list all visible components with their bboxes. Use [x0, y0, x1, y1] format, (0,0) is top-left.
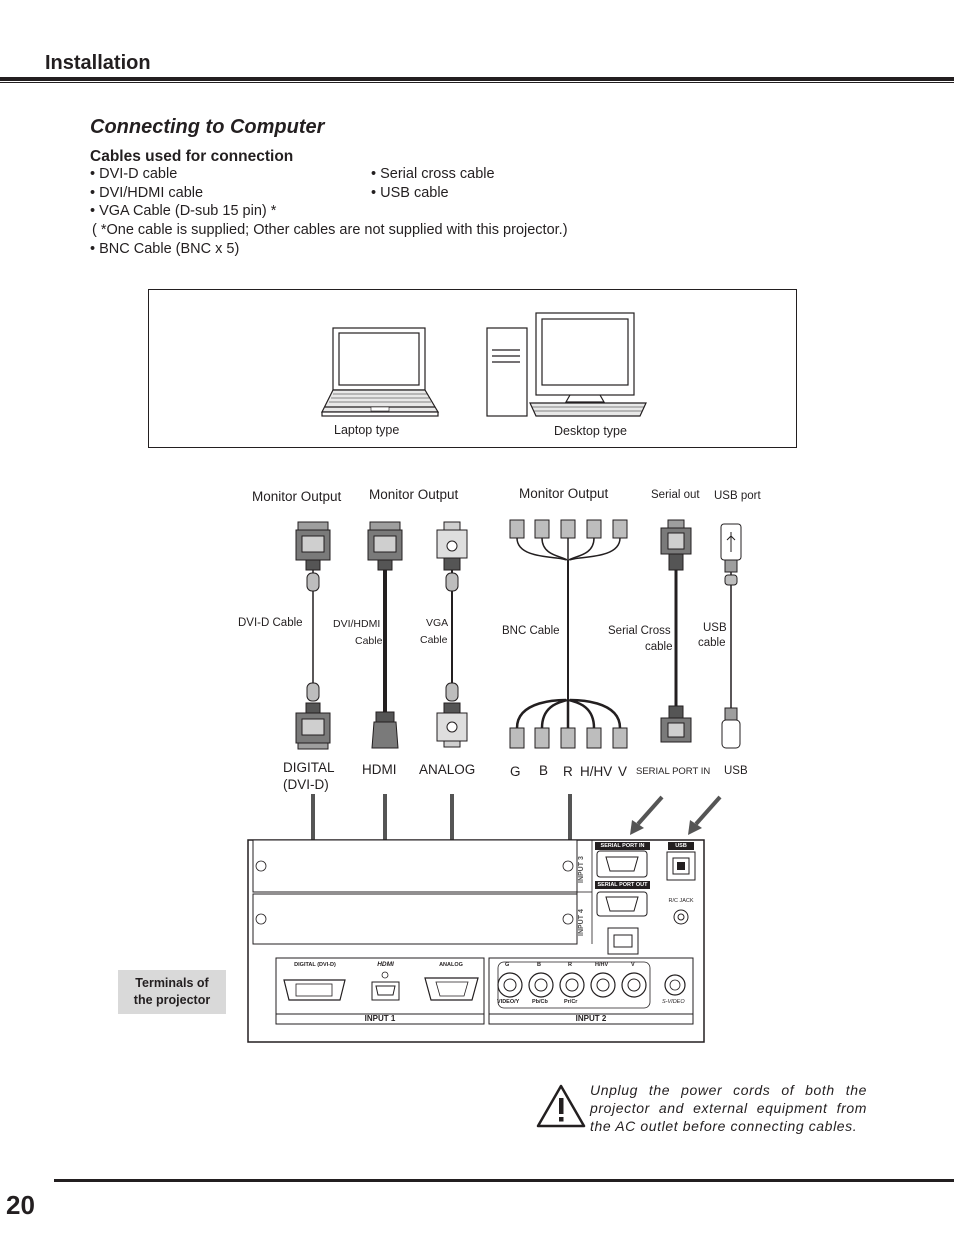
vga-connector-bottom: [436, 702, 468, 748]
cable-item: • BNC Cable (BNC x 5): [90, 241, 240, 257]
panel-usb: USB: [675, 843, 687, 849]
dvi-d-connector-bottom: [295, 702, 331, 750]
computers-box: [148, 289, 797, 448]
panel-hhv: H/HV: [595, 962, 609, 968]
monitor-output-label: Monitor Output: [519, 486, 609, 501]
serial-connector-top: [660, 519, 692, 571]
header-rule-thin: [0, 82, 954, 83]
panel-g: G: [505, 962, 510, 968]
usb-connector-bottom: [721, 707, 741, 749]
hhv-terminal-label: H/HV: [580, 764, 613, 779]
monitor-output-label: Monitor Output: [369, 487, 459, 502]
panel-r: R: [568, 962, 572, 968]
warning-icon: [536, 1084, 586, 1128]
panel-v: V: [631, 962, 635, 968]
desktop-caption: Desktop type: [554, 424, 627, 438]
vga-connector-top: [436, 521, 468, 571]
dvihdmi-cable-label: DVI/HDMI: [333, 618, 381, 630]
panel-input4: INPUT 4: [578, 909, 585, 936]
serial-cable-label: Serial Cross: [608, 625, 671, 637]
cables: [312, 537, 732, 729]
usb-cable-label: cable: [698, 637, 726, 649]
desktop-illustration: [486, 312, 647, 417]
panel-s-video: S-VIDEO: [662, 999, 685, 1005]
digital-terminal-label: (DVI-D): [283, 777, 329, 792]
dvi-d-connector-top: [295, 521, 331, 571]
panel-digital-label: DIGITAL (DVI-D): [294, 962, 336, 968]
cable-item: • VGA Cable (D-sub 15 pin) *: [90, 203, 277, 219]
header-rule: [0, 77, 954, 81]
vga-cable-label: Cable: [420, 634, 448, 646]
usb-connector-top: [720, 523, 742, 573]
hdmi-terminal-label: HDMI: [362, 762, 397, 777]
b-terminal-label: B: [539, 763, 549, 778]
panel-pr-cr: Pr/Cr: [564, 999, 578, 1005]
laptop-illustration: [321, 327, 440, 417]
usb-terminal-label: USB: [724, 765, 748, 777]
analog-terminal-label: ANALOG: [419, 762, 476, 777]
bnc-connectors-top: [509, 519, 628, 539]
laptop-caption: Laptop type: [334, 423, 400, 437]
hdmi-connector-bottom: [371, 711, 399, 749]
serial-cable-label: cable: [645, 641, 673, 653]
cables-heading: Cables used for connection: [90, 148, 294, 165]
serial-connector-bottom: [660, 705, 692, 743]
panel-input2: INPUT 2: [575, 1014, 607, 1023]
cable-item: • USB cable: [371, 185, 449, 201]
r-terminal-label: R: [563, 764, 573, 779]
serial-out-label: Serial out: [651, 489, 700, 501]
panel-serial-in: SERIAL PORT IN: [600, 843, 645, 849]
panel-rc-jack: R/C JACK: [668, 898, 694, 904]
v-terminal-label: V: [618, 764, 628, 779]
serial-in-terminal-label: SERIAL PORT IN: [636, 766, 711, 777]
dvihdmi-cable-label: Cable: [355, 635, 383, 647]
terminals-caption: Terminals of the projector: [118, 970, 226, 1014]
bnc-connectors-bottom: [509, 727, 628, 749]
page-title: Connecting to Computer: [90, 116, 325, 138]
dvid-cable-label: DVI-D Cable: [238, 617, 303, 629]
panel-input1: INPUT 1: [364, 1014, 396, 1023]
panel-video-y: VIDEO/Y: [497, 999, 520, 1005]
bnc-cable-label: BNC Cable: [502, 625, 560, 637]
panel-serial-out: SERIAL PORT OUT: [597, 882, 648, 888]
usb-port-label: USB port: [714, 490, 761, 502]
footer-rule: [54, 1179, 954, 1182]
digital-terminal-label: DIGITAL: [283, 760, 335, 775]
usb-cable-label: USB: [703, 622, 727, 634]
panel-hdmi-label: HDMI: [377, 961, 394, 968]
panel-analog-label: ANALOG: [439, 962, 463, 968]
cable-item: • DVI/HDMI cable: [90, 185, 204, 201]
ferrite-cores: [306, 572, 738, 702]
cable-item: • Serial cross cable: [371, 166, 495, 182]
vga-cable-label: VGA: [426, 617, 449, 629]
panel-b: B: [537, 962, 541, 968]
section-header: Installation: [45, 52, 151, 74]
page-number: 20: [6, 1190, 35, 1220]
monitor-output-label: Monitor Output: [252, 489, 342, 504]
cable-item: • DVI-D cable: [90, 166, 178, 182]
panel-pb-cb: Pb/Cb: [532, 999, 548, 1005]
projector-panel: [247, 839, 705, 1043]
g-terminal-label: G: [510, 764, 521, 779]
warning-text: Unplug the power cords of both the proje…: [590, 1082, 867, 1134]
dvi-connector-top: [367, 521, 403, 571]
panel-input3: INPUT 3: [578, 856, 585, 883]
cable-note: ( *One cable is supplied; Other cables a…: [92, 222, 568, 238]
